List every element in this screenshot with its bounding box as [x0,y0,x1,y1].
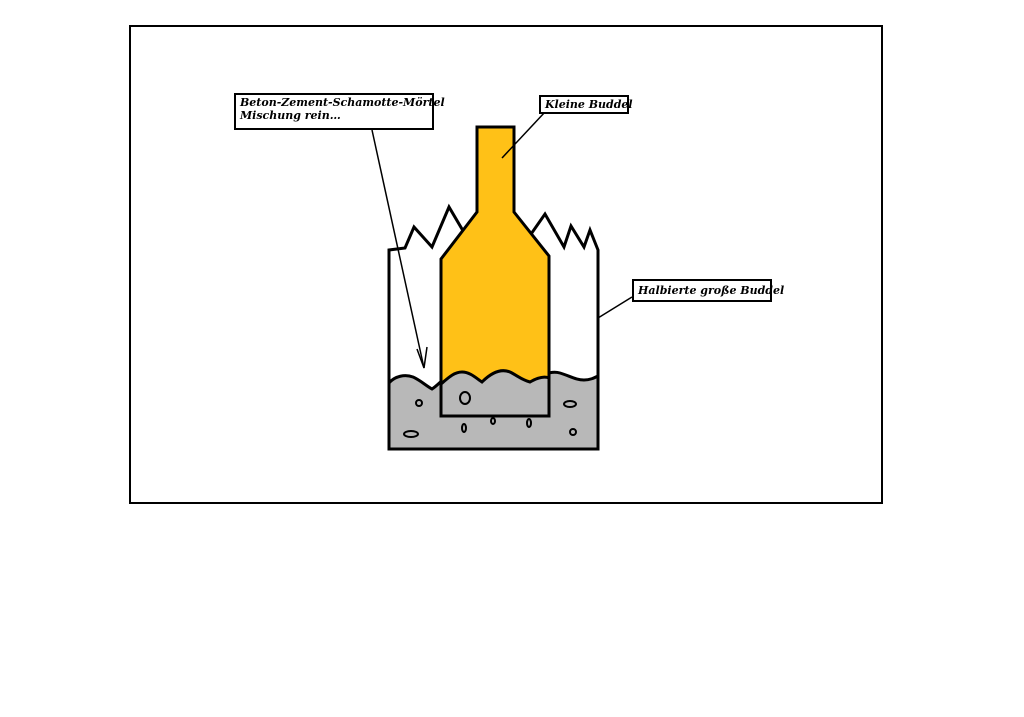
big-bottle-label: Halbierte große Buddel [632,279,785,302]
big-bottle-label-text: Halbierte große Buddel [638,284,785,297]
small-bottle-label: Kleine Buddel [539,95,633,114]
mortar-arrow-line [371,129,425,369]
mortar-pebbles [403,391,577,438]
small-bottle-label-text: Kleine Buddel [545,98,633,111]
leader-lines [371,111,633,369]
mortar-label: Beton-Zement-Schamotte-Mörtel Mischung r… [234,93,445,130]
mortar-label-line2: Mischung rein… [240,109,341,122]
mortar-overlap [439,369,551,418]
mortar-label-line1: Beton-Zement-Schamotte-Mörtel [240,96,445,109]
big-bottle-leader [597,296,633,319]
mortar-arrowhead [416,346,428,369]
small-bottle-leader [501,111,546,159]
